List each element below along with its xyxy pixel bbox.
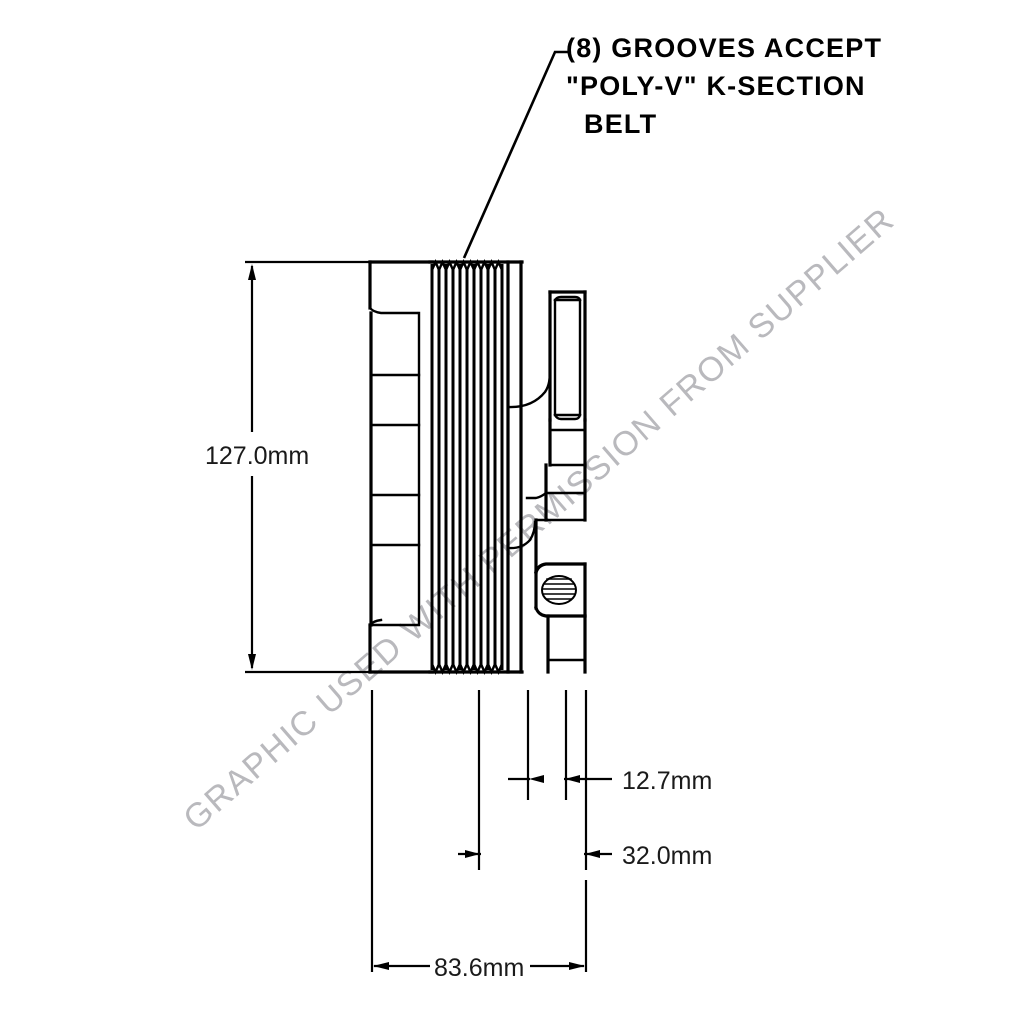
dim-32-arrow-right xyxy=(585,850,600,858)
groove-note-line-2: "POLY-V" K-SECTION xyxy=(566,71,866,101)
thread-pad-bottom xyxy=(534,606,587,618)
rim-to-boss-curve-lower xyxy=(506,520,537,550)
dim-83-arrow-left xyxy=(373,962,389,970)
dim-127-arrow-bottom xyxy=(248,654,256,670)
boss-step-fillet xyxy=(525,491,548,500)
dimension-shaft-depth: 32.0mm xyxy=(458,690,712,870)
groove-note-line-3: BELT xyxy=(584,109,657,139)
dim-127-label: 127.0mm xyxy=(205,442,309,470)
dimension-overall-diameter: 127.0mm xyxy=(205,260,372,674)
hub-plate-body xyxy=(368,260,434,674)
dimension-overall-width: 83.6mm xyxy=(370,690,588,982)
dim-83-arrow-right xyxy=(569,962,585,970)
dim-127-arrow-top xyxy=(248,264,256,280)
dimension-hub-offset: 12.7mm xyxy=(508,690,712,800)
threaded-hole-icon xyxy=(541,575,577,605)
groove-note-line-1: (8) GROOVES ACCEPT xyxy=(566,33,882,63)
dim-127mm-arrow-right xyxy=(565,775,580,783)
dim-83-label: 83.6mm xyxy=(434,954,524,982)
thread-hole-hatch xyxy=(542,578,576,600)
dim-127mm-arrow-left xyxy=(529,775,544,783)
groove-note-leader xyxy=(462,50,568,259)
groove-note-annotation: (8) GROOVES ACCEPT "POLY-V" K-SECTION BE… xyxy=(462,33,882,259)
boss-recess-bottom-fillet xyxy=(553,413,582,421)
dim-12-7-label: 12.7mm xyxy=(622,767,712,795)
thread-hole-outline xyxy=(541,575,577,605)
groove-roots-bottom xyxy=(430,662,504,675)
pulley-groove-rim xyxy=(428,259,524,675)
dim-32-arrow-left xyxy=(465,850,480,858)
part-geometry xyxy=(368,259,587,675)
rim-to-boss-curve-upper xyxy=(506,370,552,409)
boss-inner-recess xyxy=(553,298,582,417)
hub-upper-fillet xyxy=(368,306,419,315)
mount-boss-column xyxy=(506,290,587,674)
boss-recess-top-fillet xyxy=(553,295,582,302)
groove-crests-top xyxy=(430,259,504,272)
thread-pad-top xyxy=(534,562,587,574)
dim-32-label: 32.0mm xyxy=(622,842,712,870)
